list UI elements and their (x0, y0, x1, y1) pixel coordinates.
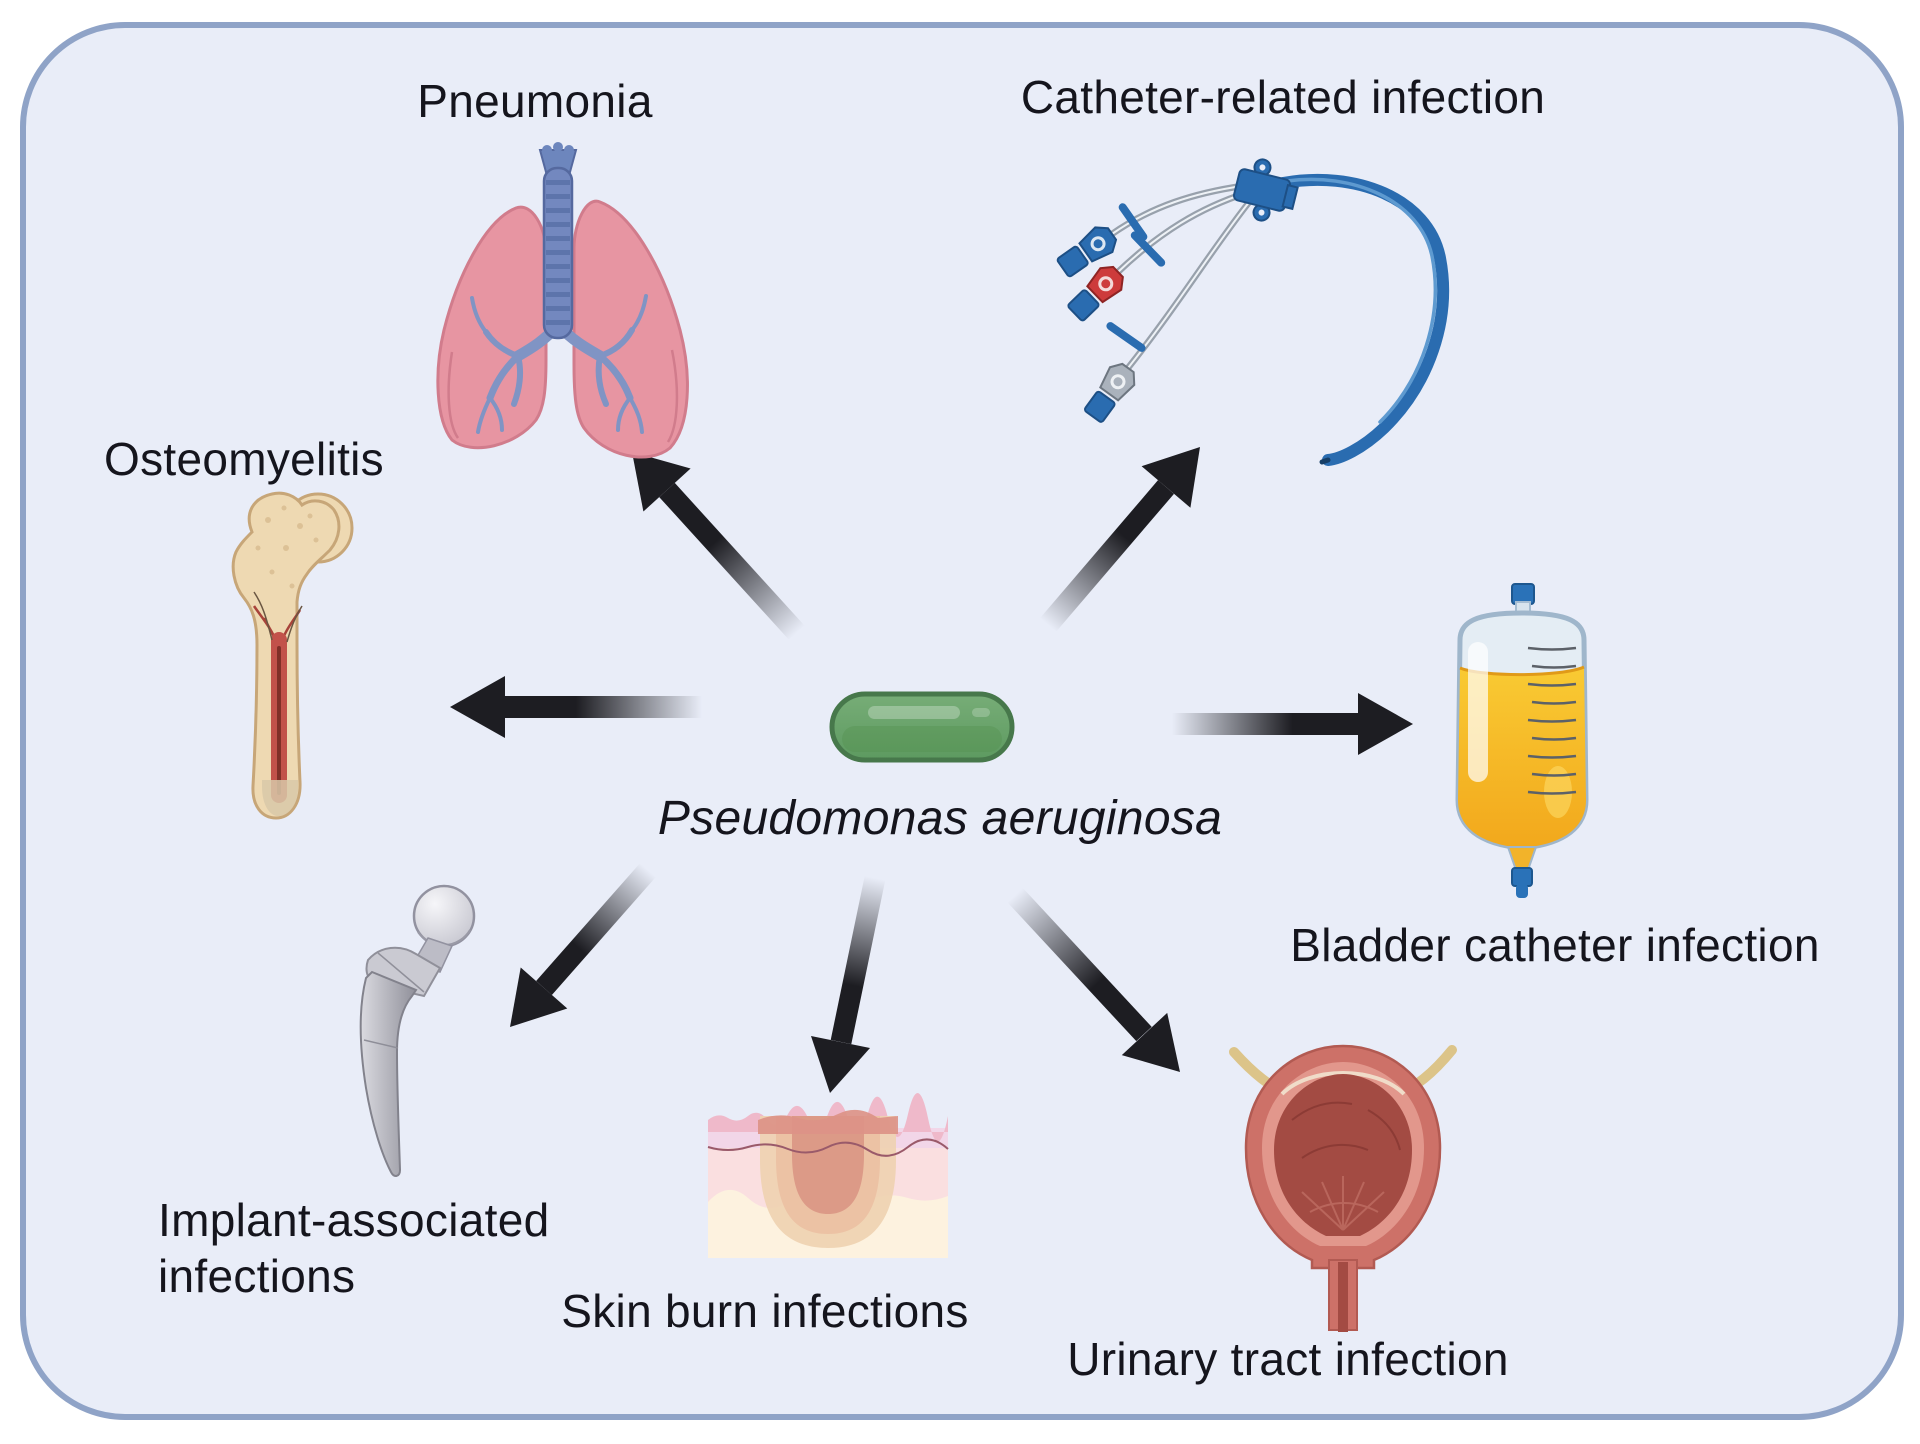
femur-bone-icon (231, 491, 354, 820)
arrow-to-bladder-catheter (1172, 693, 1413, 755)
skin-burn-icon (707, 1092, 949, 1258)
lungs-icon (436, 142, 689, 459)
label-implant-associated-infections: Implant-associated infections (158, 1192, 678, 1304)
arrow-to-skin-burn (811, 875, 886, 1093)
hip-implant-icon (359, 884, 476, 1177)
central-venous-catheter-icon (1056, 158, 1449, 466)
label-bladder-catheter-infection: Bladder catheter infection (1290, 919, 1820, 971)
label-catheter-related-infection: Catheter-related infection (1020, 71, 1546, 123)
arrow-to-osteomyelitis (450, 676, 702, 738)
label-urinary-tract-infection: Urinary tract infection (1067, 1333, 1509, 1385)
bacterium-rod-icon (829, 691, 1015, 763)
arrow-to-implant (510, 863, 656, 1027)
bladder-icon (1229, 1044, 1457, 1332)
label-organism-name: Pseudomonas aeruginosa (657, 792, 1223, 845)
label-implant-line1: Implant-associated (158, 1194, 550, 1246)
label-skin-burn-infections: Skin burn infections (561, 1285, 969, 1337)
label-implant-line2: infections (158, 1250, 356, 1303)
label-pneumonia: Pneumonia (417, 75, 653, 127)
arrow-to-urinary-tract (1007, 887, 1180, 1072)
urine-bag-icon (1455, 583, 1589, 898)
arrow-to-catheter-infection (1040, 447, 1200, 632)
label-osteomyelitis: Osteomyelitis (104, 433, 384, 485)
arrow-to-pneumonia (632, 452, 805, 641)
